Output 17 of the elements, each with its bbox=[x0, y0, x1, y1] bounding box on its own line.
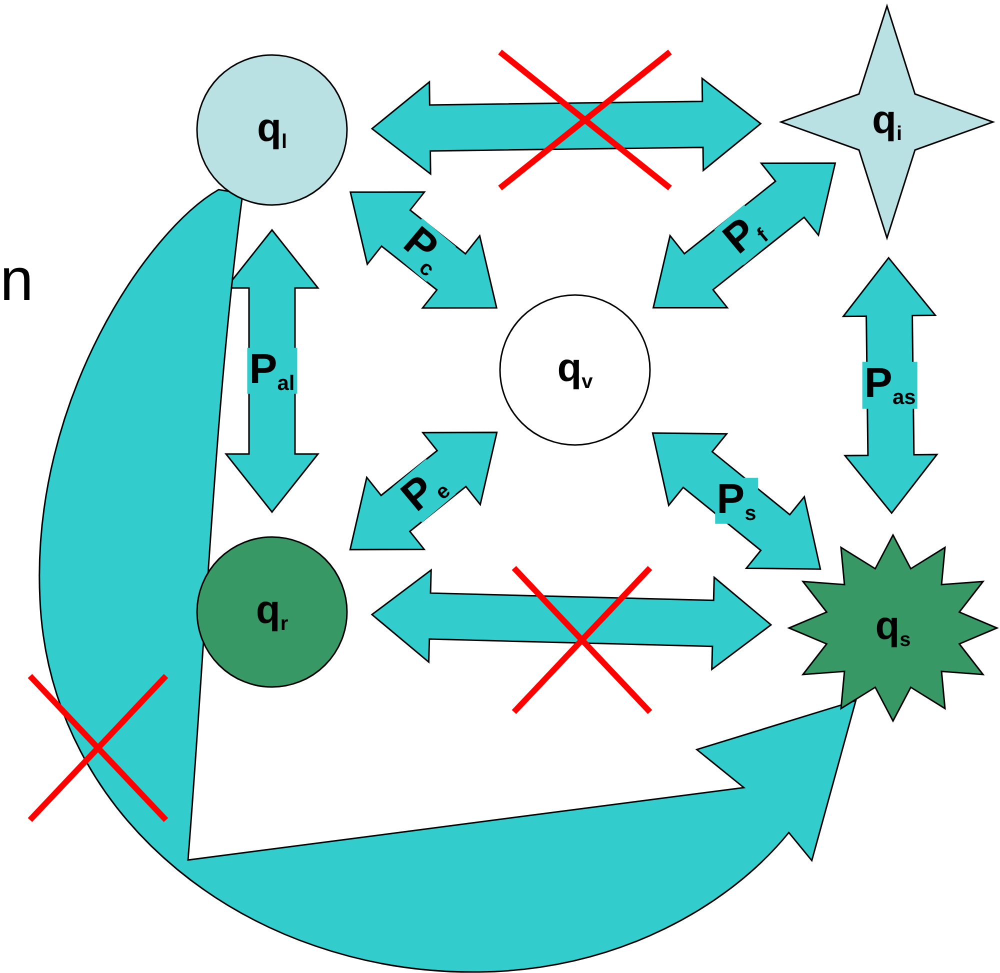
state-label: q$_{s}$ bbox=[875, 606, 911, 650]
block-arrow bbox=[39, 188, 857, 973]
edge-label: P$_{al}$ bbox=[247, 348, 297, 394]
edge-label: P$_{as}$ bbox=[862, 362, 918, 409]
state-circle bbox=[196, 536, 348, 688]
state-burst bbox=[789, 535, 997, 721]
state-label: q$_{r}$ bbox=[256, 590, 288, 634]
state-circle bbox=[196, 54, 348, 206]
state-circle bbox=[499, 294, 651, 446]
block-arrow bbox=[370, 76, 762, 176]
state-label: q$_{i}$ bbox=[872, 100, 902, 144]
state-label: q$_{v}$ bbox=[557, 348, 593, 392]
edge-label: P$_{s}$ bbox=[714, 478, 758, 524]
state-label: q$_{l}$ bbox=[257, 108, 287, 152]
block-arrow bbox=[370, 568, 772, 671]
state-star bbox=[781, 6, 993, 238]
text-fragment: n bbox=[0, 250, 34, 310]
